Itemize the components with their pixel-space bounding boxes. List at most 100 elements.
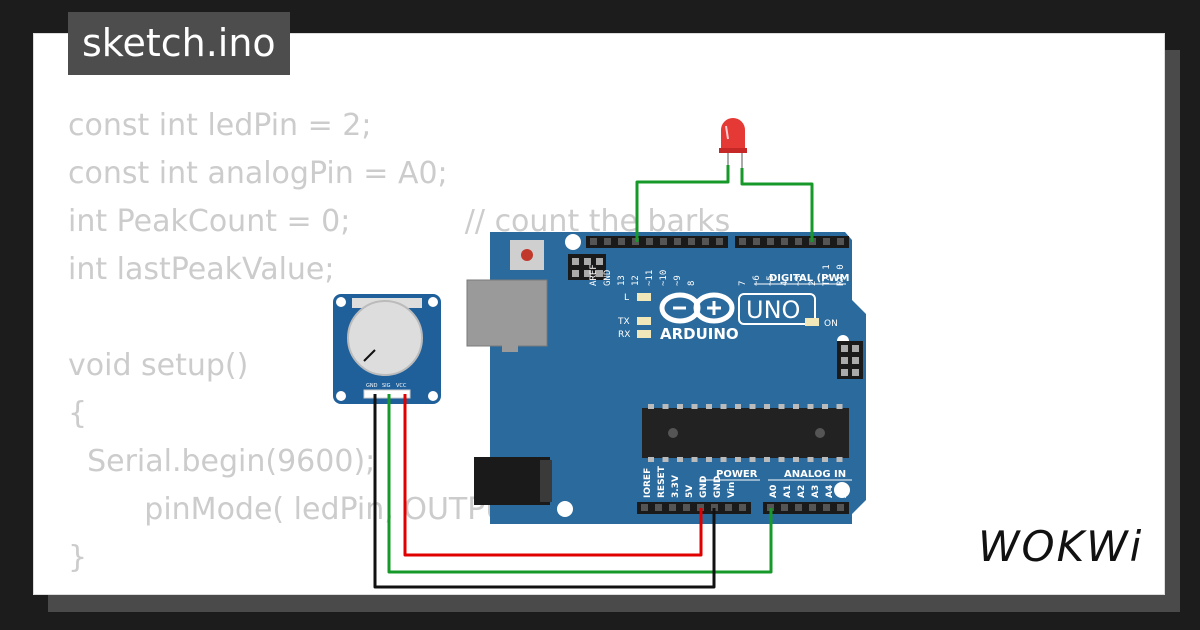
header-pin [618,238,625,245]
pot-pin-gnd: GND [366,383,378,389]
header-pin [781,238,788,245]
code-line: const int ledPin = 2; [68,108,372,143]
header-pin [697,504,704,511]
wokwi-logo: WOKWi [978,522,1144,571]
digital-header-label: DIGITAL (PWM ~) [769,273,866,284]
analog-pin-label: A5 [839,485,849,498]
digital-pin-label: 2 [808,281,818,286]
power-pin-label: 3.3V [671,475,681,498]
led-l-indicator [637,293,651,301]
header-pin [767,504,774,511]
wire-led-gnd [635,165,730,242]
header-pin [641,504,648,511]
mount-hole [557,501,573,517]
header-pin [683,504,690,511]
digital-pin-label: AREF [589,264,599,286]
led-l-label: L [624,293,629,303]
model-frame [738,293,816,325]
digital-pin-label: 4 [780,281,790,286]
header-pin [823,238,830,245]
digital-pin-label: ~9 [673,275,683,286]
header-pin [795,238,802,245]
header-pin [767,238,774,245]
header-pin [753,238,760,245]
code-line: { [68,396,88,431]
wire-vcc-5v [403,394,703,557]
digital-pin-label: ~3 [794,275,804,286]
digital-pin-label: TX 1 [822,264,832,286]
mount-hole [834,482,850,498]
header-pin [739,504,746,511]
power-pin-label: RESET [657,465,667,498]
digital-pin-label: 12 [631,275,641,286]
analog-pin-label: A1 [783,485,793,498]
potentiometer-knob[interactable] [347,300,423,376]
digital-pin-label: ~10 [659,270,669,286]
icsp2-header [837,341,863,379]
header-pin [688,238,695,245]
led-rx-label: RX [618,330,630,340]
power-jack [474,457,550,505]
code-line: int lastPeakValue; [68,252,335,287]
potentiometer-indicator [363,349,376,362]
digital-pin-label: 7 [738,281,748,286]
led-rx-indicator [637,330,651,338]
wires[interactable] [373,165,814,589]
code-editor: const int ledPin = 2;const int analogPin… [68,102,730,582]
header-pin [660,238,667,245]
digital-header-right [735,236,849,248]
power-pin-label: GND [699,476,709,498]
header-pin [655,504,662,511]
header-pin [646,238,653,245]
code-line: } [68,540,88,575]
header-pin [711,504,718,511]
wire-sig-a0 [387,394,773,574]
analog-in-label: ANALOG IN [784,469,846,480]
header-pin [837,504,844,511]
header-pin [781,504,788,511]
power-pin-label: Vin [727,482,737,498]
header-pin [604,238,611,245]
pot-pin-vcc: VCC [396,383,407,389]
code-line: Serial.begin(9600); [68,444,376,479]
led-body [721,118,745,152]
digital-pin-label: RX 0 [836,264,846,286]
analog-header [763,502,849,514]
code-line: pinMode( ledPin, OUTPUT ); [68,492,557,527]
reset-button-cap [521,249,533,261]
header-pin [590,238,597,245]
analog-pin-label: A3 [811,485,821,498]
digital-pin-label: 13 [617,275,627,286]
digital-pin-label: ~5 [766,275,776,286]
led-on-label: ON [824,319,838,329]
pot-pin-sig: SIG [382,383,391,389]
header-pin [716,238,723,245]
usb-tab [502,342,518,352]
red-led[interactable] [719,118,747,170]
power-jack-edge [540,460,552,502]
wire-led-pin2 [740,168,814,242]
header-pin [809,504,816,511]
header-pin [795,504,802,511]
digital-pin-label: ~11 [645,270,655,286]
model-name: UNO [746,296,800,324]
power-label: POWER [716,469,758,480]
arduino-brand: ARDUINO [660,325,739,343]
wire-gnd-gnd [373,394,716,589]
analog-pin-label: A4 [825,485,835,498]
digital-pin-label: GND [603,270,613,286]
potentiometer[interactable]: GND SIG VCC [333,294,441,404]
file-tab[interactable]: sketch.ino [68,12,290,75]
digital-pin-label: 8 [687,281,697,286]
mount-hole [565,234,581,250]
code-line: void setup() [68,348,249,383]
analog-pin-label: A0 [769,485,779,498]
power-pin-label: GND [713,476,723,498]
power-pin-label: 5V [685,485,695,498]
led-tx-indicator [637,317,651,325]
power-pin-label: IOREF [643,468,653,498]
led-on-indicator [805,318,819,326]
usb-port [466,279,548,347]
